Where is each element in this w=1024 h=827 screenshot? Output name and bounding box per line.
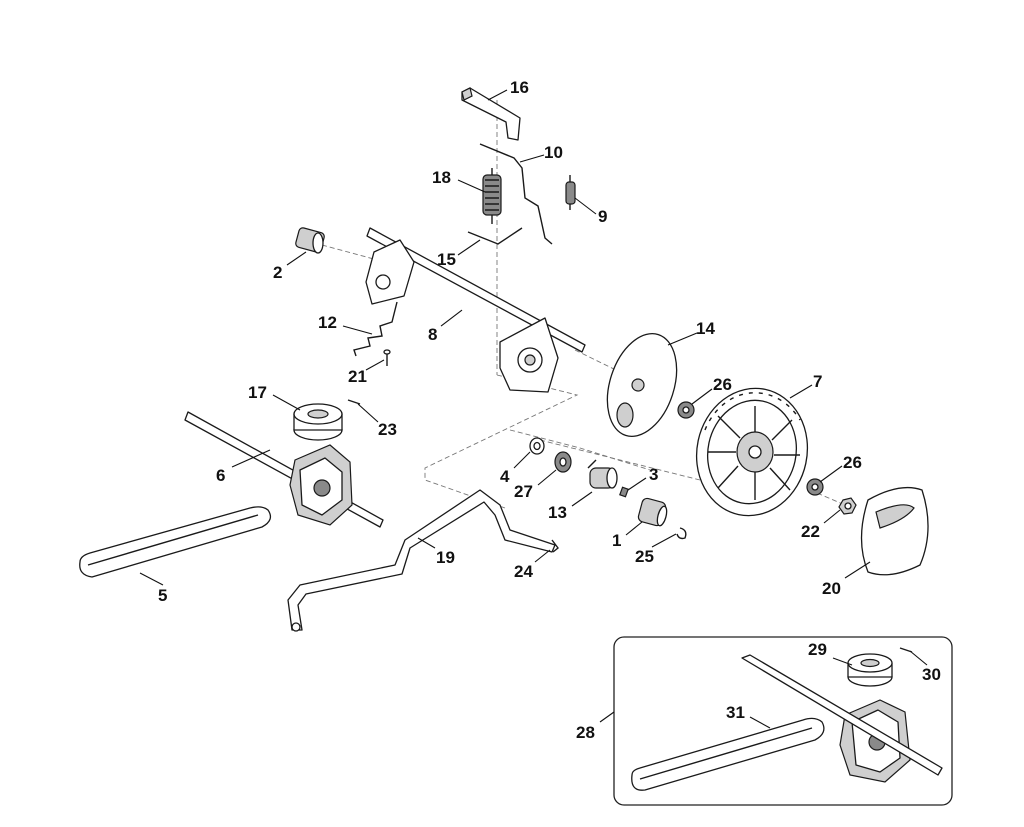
part-1-pinion bbox=[637, 497, 668, 527]
callout-26-upper: 26 bbox=[713, 375, 732, 394]
part-8-axle bbox=[365, 227, 586, 393]
part-16-bracket bbox=[461, 87, 521, 141]
callout-5: 5 bbox=[158, 586, 167, 605]
part-10-wire-rod bbox=[479, 143, 553, 245]
part-26-washer-upper bbox=[677, 401, 695, 419]
part-14-wheel-cover bbox=[606, 332, 678, 438]
callout-9: 9 bbox=[598, 207, 607, 226]
callout-3: 3 bbox=[649, 465, 658, 484]
inset-alternative-parts bbox=[613, 636, 953, 806]
callout-31: 31 bbox=[726, 703, 745, 722]
callout-24: 24 bbox=[514, 562, 533, 581]
part-17-pulley bbox=[293, 403, 343, 441]
part-22-nut bbox=[838, 497, 857, 515]
part-9-small-spring bbox=[565, 175, 576, 210]
callout-23: 23 bbox=[378, 420, 397, 439]
callout-26-lower: 26 bbox=[843, 453, 862, 472]
part-5-belt bbox=[79, 506, 272, 578]
inset-gearbox bbox=[741, 654, 943, 783]
part-2-bushing bbox=[295, 227, 325, 254]
callout-18: 18 bbox=[432, 168, 451, 187]
callout-19: 19 bbox=[436, 548, 455, 567]
callout-22: 22 bbox=[801, 522, 820, 541]
callout-2: 2 bbox=[273, 263, 282, 282]
callout-29: 29 bbox=[808, 640, 827, 659]
callout-13: 13 bbox=[548, 503, 567, 522]
part-20-hub-cap bbox=[860, 486, 929, 576]
callout-labels: 16 10 18 9 2 15 12 8 21 14 17 23 26 7 6 … bbox=[158, 78, 941, 742]
part-13-pawl bbox=[587, 459, 618, 489]
callout-28: 28 bbox=[576, 723, 595, 742]
callout-25: 25 bbox=[635, 547, 654, 566]
callout-8: 8 bbox=[428, 325, 437, 344]
part-31-belt bbox=[631, 717, 825, 791]
part-24-clip bbox=[551, 539, 559, 553]
part-3-key bbox=[619, 486, 629, 498]
callout-4: 4 bbox=[500, 467, 510, 486]
callout-27: 27 bbox=[514, 482, 533, 501]
part-7-wheel bbox=[695, 387, 809, 517]
part-23-roll-pin bbox=[347, 399, 361, 405]
callout-leader-lines bbox=[139, 89, 928, 729]
part-15-pin bbox=[467, 227, 523, 245]
callout-6: 6 bbox=[216, 466, 225, 485]
callout-30: 30 bbox=[922, 665, 941, 684]
part-26-washer-lower bbox=[806, 478, 824, 496]
callout-7: 7 bbox=[813, 372, 822, 391]
part-29-pulley bbox=[847, 653, 893, 687]
callout-10: 10 bbox=[544, 143, 563, 162]
part-21-screw bbox=[383, 349, 391, 366]
callout-12: 12 bbox=[318, 313, 337, 332]
callout-20: 20 bbox=[822, 579, 841, 598]
part-19-handle bbox=[287, 489, 556, 632]
part-6-gearbox bbox=[184, 411, 384, 528]
callout-14: 14 bbox=[696, 319, 715, 338]
callout-1: 1 bbox=[612, 531, 621, 550]
callout-17: 17 bbox=[248, 383, 267, 402]
part-12-wire-spring bbox=[353, 301, 398, 357]
callout-21: 21 bbox=[348, 367, 367, 386]
part-4-washer bbox=[529, 437, 545, 455]
part-27-bearing bbox=[554, 451, 572, 473]
callout-16: 16 bbox=[510, 78, 529, 97]
part-18-spring bbox=[482, 168, 502, 224]
part-25-circlip bbox=[676, 527, 687, 540]
callout-15: 15 bbox=[437, 250, 456, 269]
